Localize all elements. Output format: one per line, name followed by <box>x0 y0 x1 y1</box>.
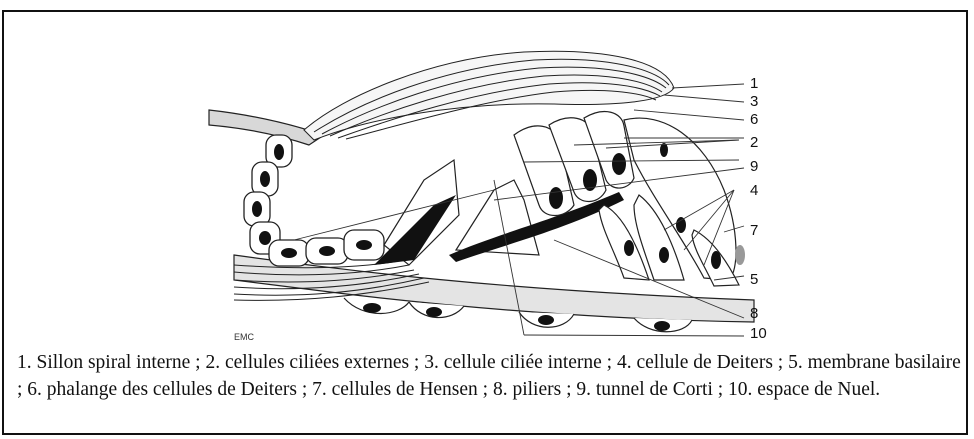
callout-6: 6 <box>750 111 758 128</box>
callout-7: 7 <box>750 222 758 239</box>
hensen-nucleus-gray <box>735 245 745 265</box>
callout-4: 4 <box>750 182 758 199</box>
callout-1: 1 <box>750 75 758 92</box>
callout-9: 9 <box>750 158 758 175</box>
callout-2: 2 <box>750 134 758 151</box>
callout-10: 10 <box>750 325 767 342</box>
organ-of-corti-diagram: 1 3 6 2 9 4 7 5 8 10 EMC <box>194 40 779 345</box>
callout-3: 3 <box>750 93 758 110</box>
callout-5: 5 <box>750 271 758 288</box>
callout-8: 8 <box>750 305 758 322</box>
figure-frame: 1 3 6 2 9 4 7 5 8 10 EMC 1. Sillon spira… <box>2 10 968 435</box>
figure-caption: 1. Sillon spiral interne ; 2. cellules c… <box>17 350 962 403</box>
figure-credit: EMC <box>234 332 255 342</box>
